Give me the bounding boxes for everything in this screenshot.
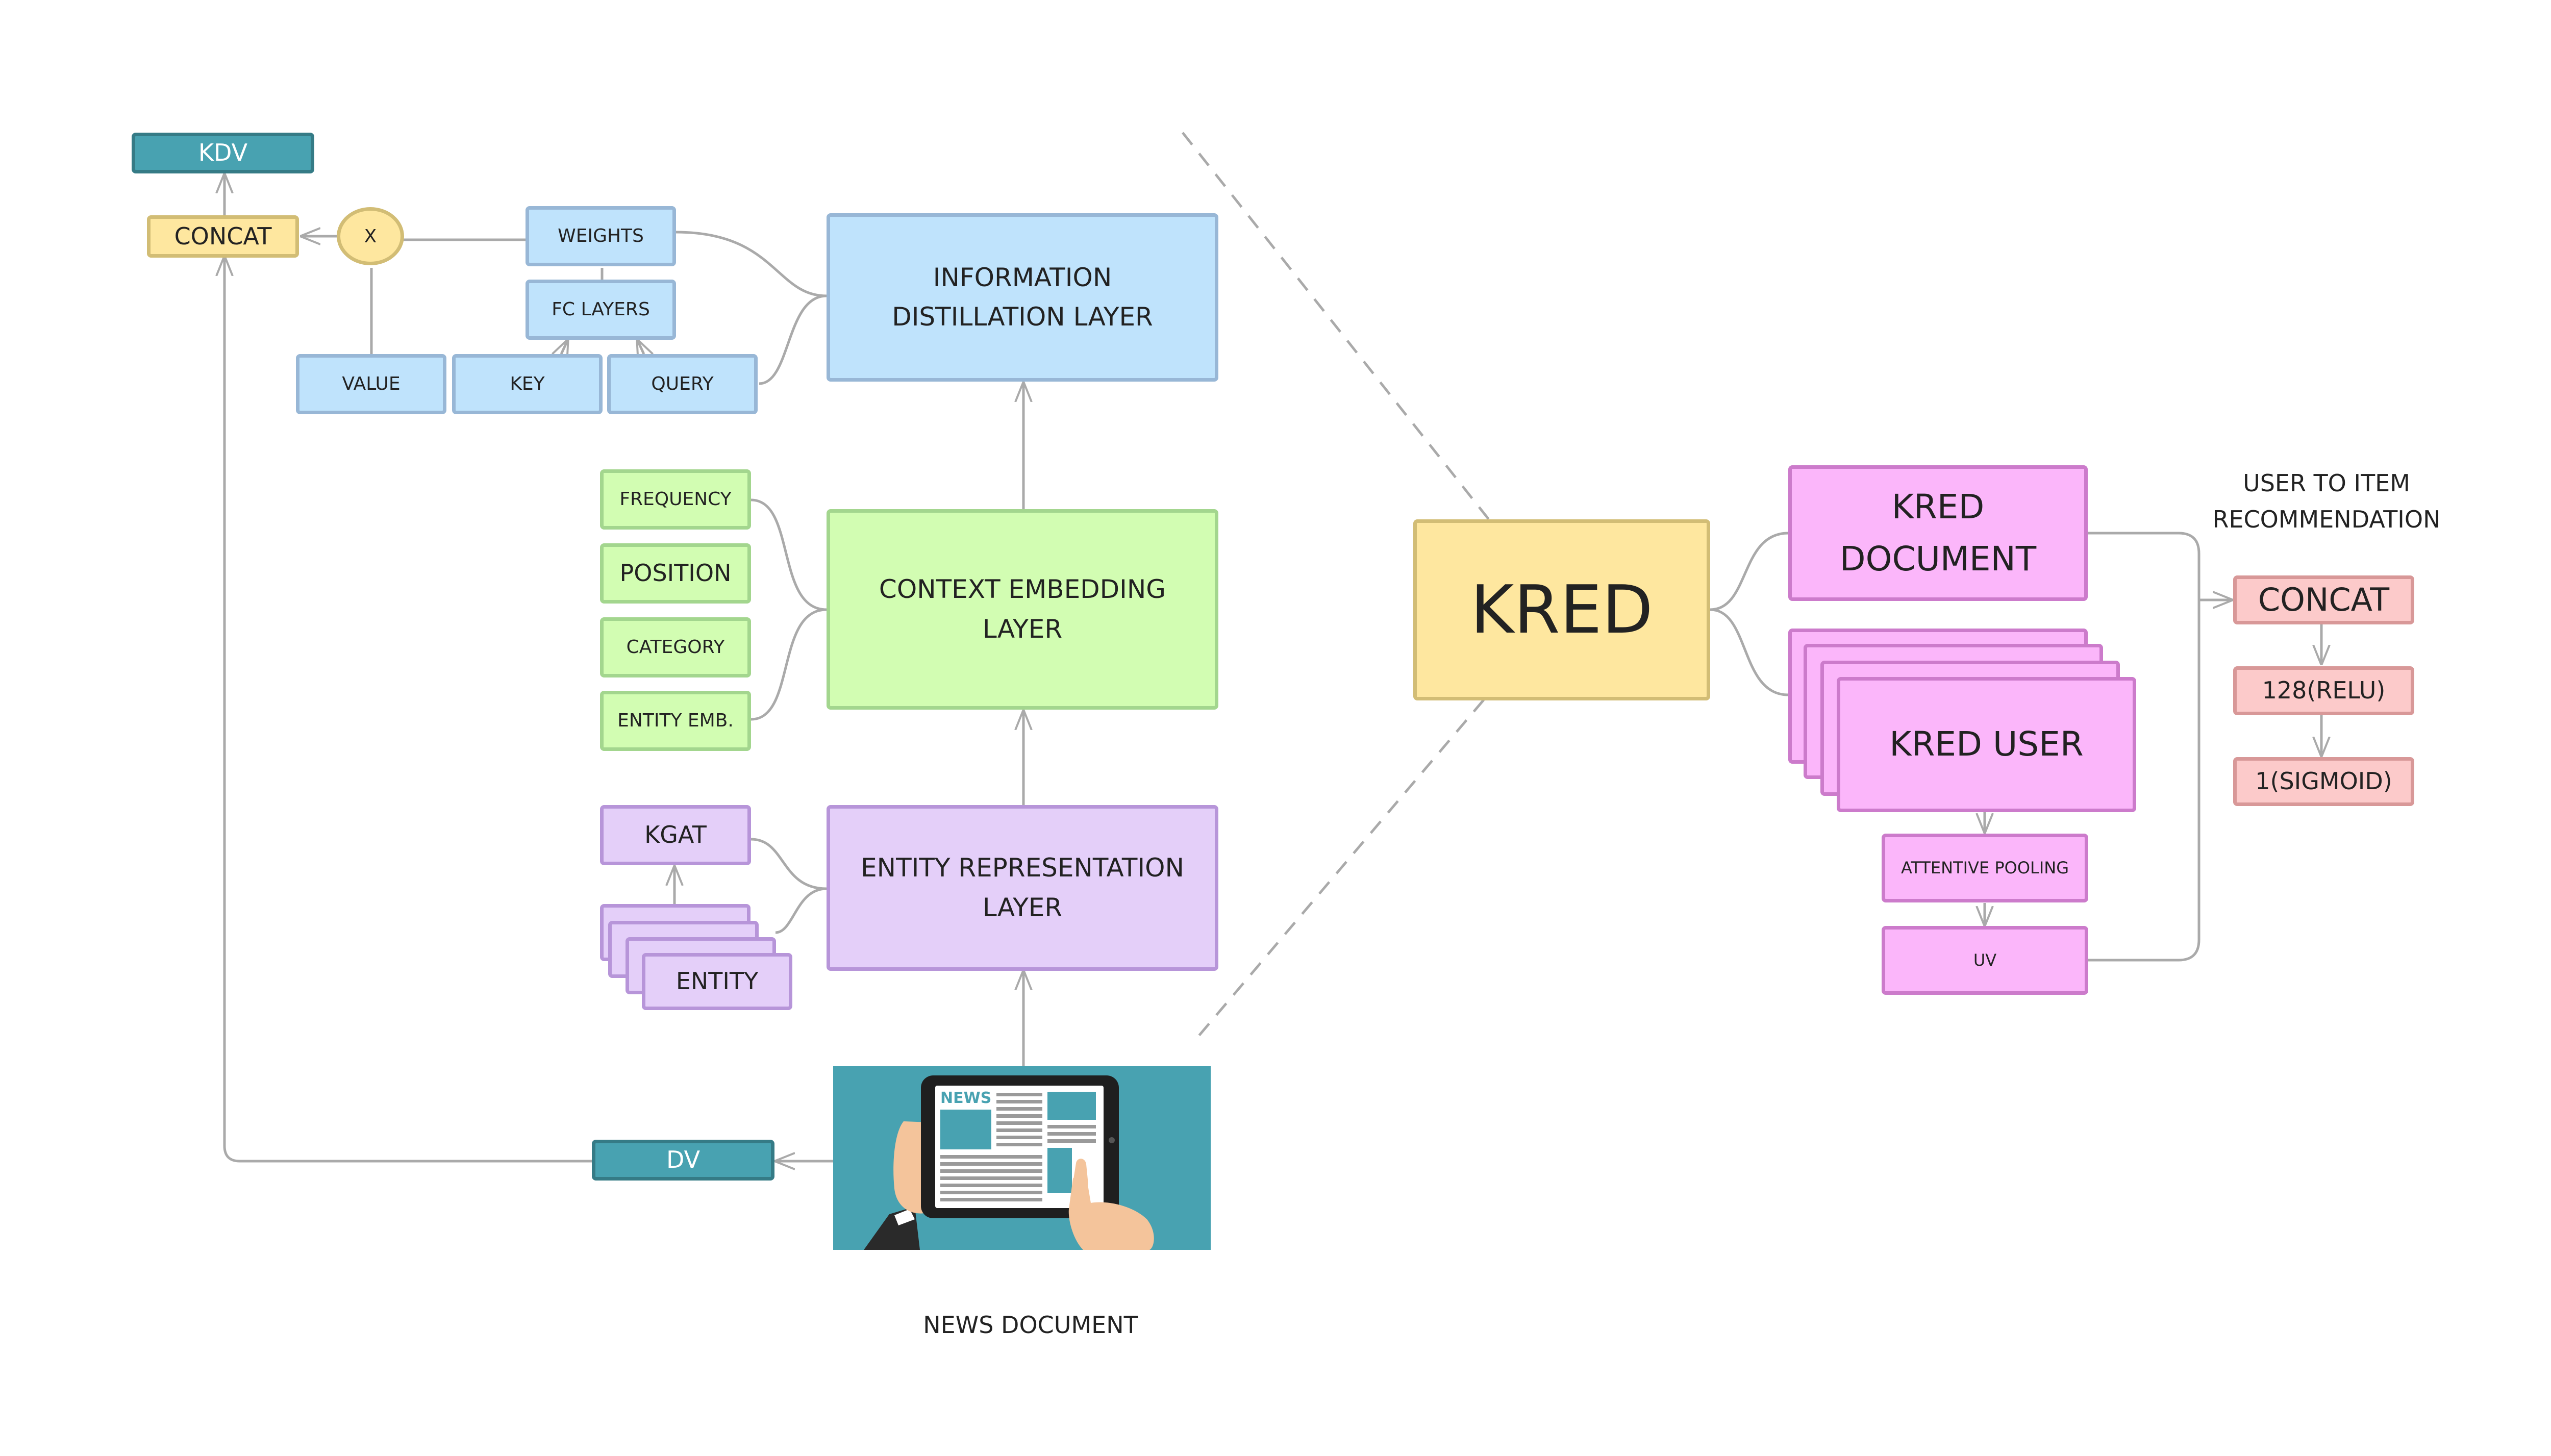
arrow-query-to-fc [638,341,644,354]
frequency-node: FREQUENCY [600,469,751,530]
task-label: USER TO ITEM RECOMMENDATION [2212,469,2441,534]
sigmoid-layer-node: 1(SIGMOID) [2233,757,2414,806]
brace-weights [676,231,827,297]
multiply-node: X [337,207,404,265]
position-node: POSITION [600,543,751,604]
arrow-key-to-fc [561,341,567,354]
brace-frequency [751,498,827,611]
information-distillation-layer: INFORMATION DISTILLATION LAYER [827,213,1218,382]
entity-representation-layer: ENTITY REPRESENTATION LAYER [827,805,1218,971]
attentive-pooling-node: ATTENTIVE POOLING [1882,834,2088,902]
brace-kgat [751,838,827,890]
brace-kred-user [1710,608,1789,696]
fc-layers-node: FC LAYERS [526,280,676,340]
category-node: CATEGORY [600,617,751,677]
brace-kred-document [1710,532,1789,611]
concat-node-right: CONCAT [2233,575,2414,624]
zoom-line-top [1182,132,1490,520]
weights-node: WEIGHTS [526,206,676,266]
kred-user-node: KRED USER [1837,677,2136,812]
brace-entity [775,887,827,934]
query-node: QUERY [607,354,758,414]
news-document-caption: NEWS DOCUMENT [923,1311,1138,1339]
uv-node: UV [1882,926,2088,995]
kred-document-node: KRED DOCUMENT [1788,465,2088,601]
svg-text:NEWS: NEWS [940,1089,991,1107]
value-node: VALUE [296,354,446,414]
bracket-doc-uv [2088,532,2200,962]
arrow-dv-to-concat [224,258,592,1163]
entity-emb-node: ENTITY EMB. [600,691,751,751]
relu-layer-node: 128(RELU) [2233,666,2414,715]
concat-node-left: CONCAT [147,215,299,258]
news-tablet-illustration: NEWS [833,1066,1211,1250]
dv-node: DV [592,1140,774,1181]
kred-node: KRED [1413,519,1710,700]
zoom-line-bottom [1198,699,1485,1037]
kdv-node: KDV [132,133,314,173]
context-embedding-layer: CONTEXT EMBEDDING LAYER [827,509,1218,710]
tablet-icon: NEWS [864,1075,1154,1250]
entity-node: ENTITY [642,953,792,1010]
kgat-node: KGAT [600,805,751,865]
brace-entity-emb [751,608,827,721]
brace-query [759,294,827,385]
key-node: KEY [452,354,603,414]
